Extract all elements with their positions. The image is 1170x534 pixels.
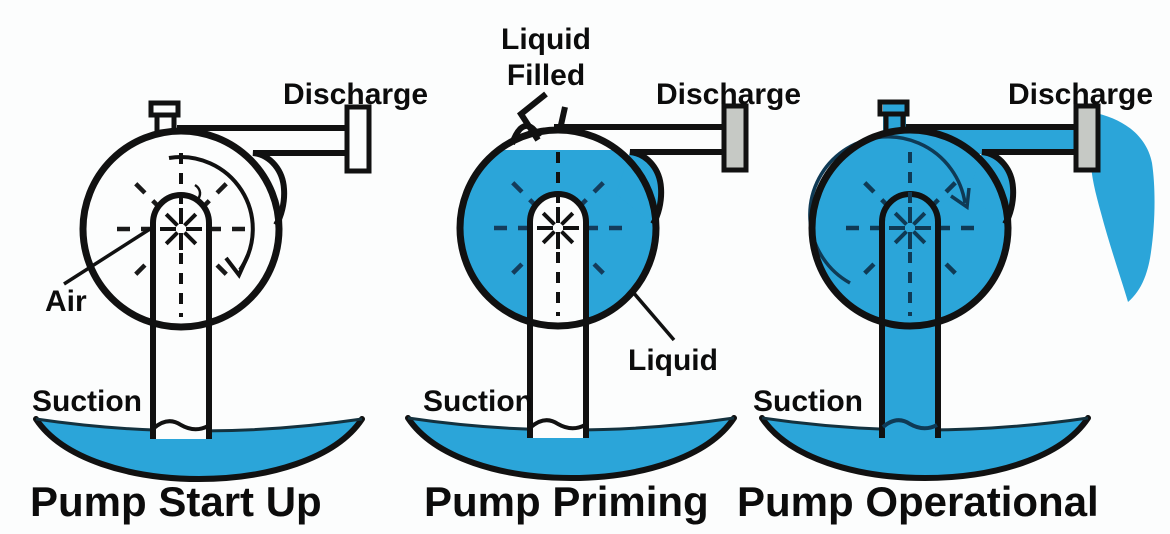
- discharge-pipe-interior: [560, 129, 724, 150]
- suction-pipe: [530, 194, 586, 438]
- caption-pump-priming: Pump Priming: [424, 478, 709, 525]
- suction-label: Suction: [423, 385, 533, 418]
- caption-pump-operational: Pump Operational: [737, 478, 1099, 525]
- fill-port-label-line1: Liquid: [501, 23, 591, 56]
- fill-port-label-line2: Filled: [507, 59, 585, 92]
- fill-port: [509, 91, 568, 146]
- discharge-stream: [1090, 112, 1155, 302]
- suction-label: Suction: [753, 385, 863, 418]
- air-label: Air: [45, 285, 87, 318]
- rotation-arrow: [168, 155, 255, 279]
- discharge-flange: [1076, 106, 1098, 170]
- discharge-flange: [347, 107, 369, 171]
- caption-pump-start-up: Pump Start Up: [30, 478, 322, 525]
- suction-label: Suction: [32, 385, 142, 418]
- discharge-label: Discharge: [283, 78, 428, 111]
- discharge-flange: [724, 106, 746, 170]
- panel-pump-operational: Discharge Suction Pump Operational: [737, 78, 1155, 525]
- air-leader-line: [63, 227, 151, 286]
- vent-plug: [151, 103, 178, 133]
- suction-pipe: [882, 194, 938, 438]
- discharge-label: Discharge: [656, 78, 801, 111]
- liquid-leader-line: [630, 289, 676, 342]
- liquid-label: Liquid: [628, 344, 718, 377]
- discharge-label: Discharge: [1008, 78, 1153, 111]
- suction-pipe: [153, 195, 209, 439]
- panel-pump-start-up: Discharge Air Suction Pump Start Up: [30, 78, 428, 525]
- panel-pump-priming: Liquid Filled Discharge Liquid Suction P…: [408, 23, 801, 525]
